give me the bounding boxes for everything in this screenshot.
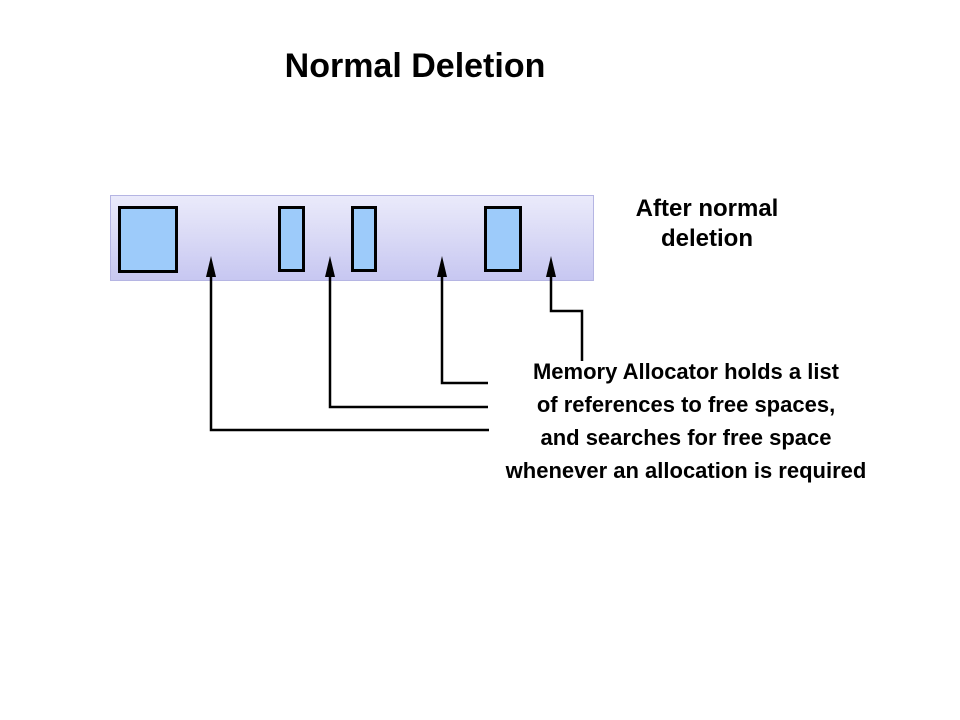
- page-title: Normal Deletion: [284, 47, 546, 85]
- arrow-connector: [328, 274, 488, 409]
- allocated-block: [484, 206, 522, 272]
- allocated-block: [278, 206, 305, 272]
- arrow-connector: [209, 274, 489, 432]
- allocator-note-line: Memory Allocator holds a list: [532, 359, 840, 384]
- bar-caption: After normal deletion: [597, 194, 817, 254]
- allocated-block: [118, 206, 178, 273]
- bar-caption-line: deletion: [660, 225, 753, 252]
- allocator-note-line: of references to free spaces,: [536, 392, 836, 417]
- allocated-block: [351, 206, 377, 272]
- bar-caption-line: After normal: [635, 195, 779, 222]
- allocator-note-line: and searches for free space: [540, 425, 832, 450]
- memory-bar: [110, 195, 594, 281]
- allocator-note: Memory Allocator holds a list of referen…: [476, 355, 896, 487]
- allocator-note-line: whenever an allocation is required: [505, 458, 867, 483]
- arrow-connector: [549, 274, 584, 361]
